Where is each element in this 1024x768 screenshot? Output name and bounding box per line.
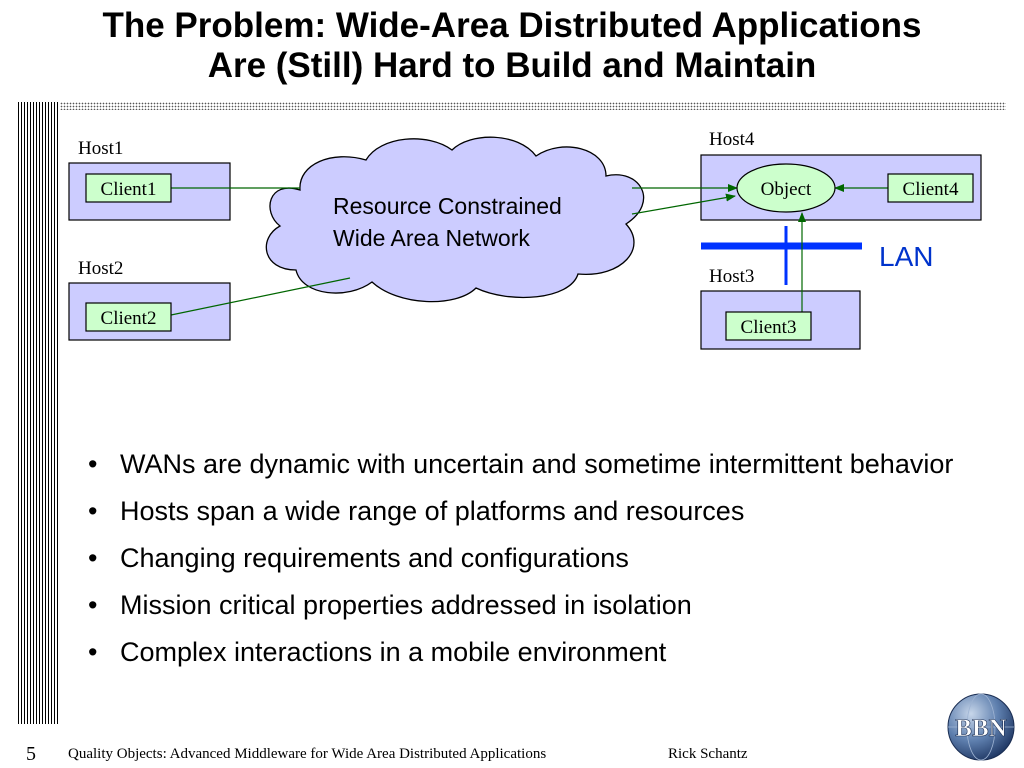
- bullet-dot: •: [88, 449, 98, 479]
- bullet-text: Mission critical properties addressed in…: [120, 590, 692, 620]
- footer-text: Quality Objects: Advanced Middleware for…: [68, 746, 547, 762]
- host2-label: Host2: [78, 258, 123, 279]
- bbn-logo: BBN: [947, 693, 1015, 761]
- cloud-label-line-1: Resource Constrained: [333, 193, 562, 219]
- bullet-text: Complex interactions in a mobile environ…: [120, 637, 667, 667]
- bullet-list: • WANs are dynamic with uncertain and som…: [88, 448, 968, 683]
- client2-label: Client2: [101, 308, 157, 329]
- bullet-item: • Mission critical properties addressed i…: [88, 589, 968, 622]
- bullet-text: WANs are dynamic with uncertain and some…: [120, 449, 954, 479]
- bullet-text: Hosts span a wide range of platforms and…: [120, 496, 745, 526]
- client3-box: [725, 311, 812, 341]
- bullet-dot: •: [88, 543, 98, 573]
- client2-box: [85, 302, 172, 332]
- lan-label: LAN: [879, 241, 933, 272]
- top-dotted-rule: [60, 102, 1006, 110]
- client4-box: [887, 173, 974, 203]
- cloud-label-line-2: Wide Area Network: [333, 225, 530, 251]
- client2-to-cloud-line: [170, 277, 351, 316]
- slide-number: 5: [26, 743, 36, 765]
- object-label: Object: [761, 179, 812, 200]
- slide-title: The Problem: Wide-Area Distributed Appli…: [0, 6, 1024, 86]
- bullet-dot: •: [88, 496, 98, 526]
- bullet-item: • Complex interactions in a mobile enviro…: [88, 636, 968, 669]
- left-decorative-bar: [18, 102, 60, 724]
- bullet-item: • WANs are dynamic with uncertain and som…: [88, 448, 968, 481]
- host1-label: Host1: [78, 138, 123, 159]
- logo-text: BBN: [955, 715, 1006, 742]
- footer-author: Rick Schantz: [668, 746, 748, 762]
- network-diagram: Host1 Host2 Host4 Host3 Resource Constra…: [68, 129, 982, 350]
- cloud-to-object-arrow-2: [631, 193, 736, 215]
- bullet-dot: •: [88, 637, 98, 667]
- bullet-dot: •: [88, 590, 98, 620]
- client1-box: [85, 173, 172, 203]
- object-ellipse: [736, 163, 836, 213]
- host4-label: Host4: [709, 129, 755, 150]
- bullet-text: Changing requirements and configurations: [120, 543, 629, 573]
- title-line-2: Are (Still) Hard to Build and Maintain: [207, 46, 817, 85]
- client4-label: Client4: [903, 179, 959, 200]
- bullet-item: • Changing requirements and configuration…: [88, 542, 968, 575]
- wan-cloud: [265, 136, 645, 303]
- client1-label: Client1: [101, 179, 157, 200]
- host3-label: Host3: [709, 266, 754, 287]
- client3-label: Client3: [741, 317, 797, 338]
- bullet-item: • Hosts span a wide range of platforms an…: [88, 495, 968, 528]
- title-line-1: The Problem: Wide-Area Distributed Appli…: [102, 6, 922, 45]
